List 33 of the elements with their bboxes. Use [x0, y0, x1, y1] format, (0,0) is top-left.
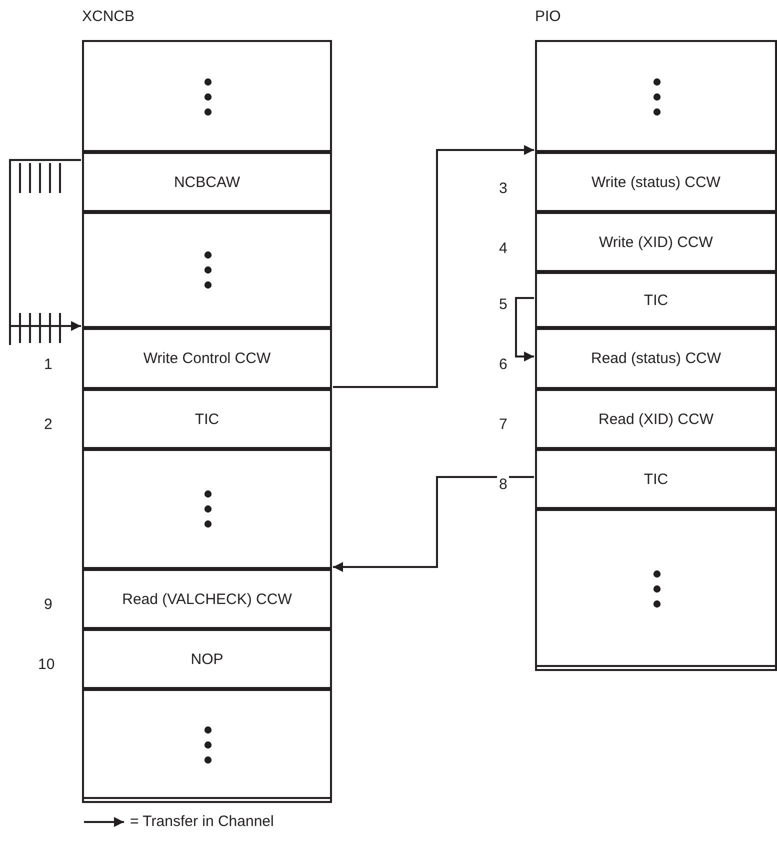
cell-label: TIC: [644, 470, 668, 488]
cell-label: TIC: [194, 410, 220, 428]
cell-label: NOP: [190, 650, 224, 668]
memory-cell: [82, 447, 332, 571]
memory-cell: [82, 627, 332, 691]
connector-arrow: [333, 145, 534, 388]
memory-cell: [535, 326, 777, 391]
memory-cell: [535, 210, 777, 274]
cell-label: Write (status) CCW: [592, 174, 720, 190]
legend-text: = Transfer in Channel: [130, 813, 274, 830]
memory-cell: [82, 687, 332, 803]
memory-cell: [82, 210, 332, 330]
connector-arrow: [515, 297, 534, 362]
cell-label: Read (status) CCW: [590, 350, 722, 367]
memory-cell: [82, 387, 332, 451]
memory-cell: [535, 447, 777, 511]
memory-cell: [82, 567, 332, 631]
pointer-arrow: [9, 159, 81, 346]
cell-label: Write (XID) CCW: [599, 234, 713, 250]
memory-cell: [535, 387, 777, 451]
column-heading: PIO: [535, 8, 561, 25]
cell-label: Read (VALCHECK) CCW: [122, 590, 292, 608]
cell-label: Write Control CCW: [143, 350, 271, 367]
memory-cell: [535, 150, 777, 214]
connector-arrow: [333, 476, 534, 572]
memory-cell: [82, 326, 332, 391]
cell-label: NCBCAW: [174, 174, 240, 190]
memory-cell: [535, 270, 777, 330]
cell-label: Read (XID) CCW: [598, 410, 714, 428]
memory-cell: [82, 150, 332, 214]
cell-label: TIC: [644, 292, 668, 308]
memory-cell: [535, 507, 777, 671]
column-heading: XCNCB: [82, 8, 135, 25]
